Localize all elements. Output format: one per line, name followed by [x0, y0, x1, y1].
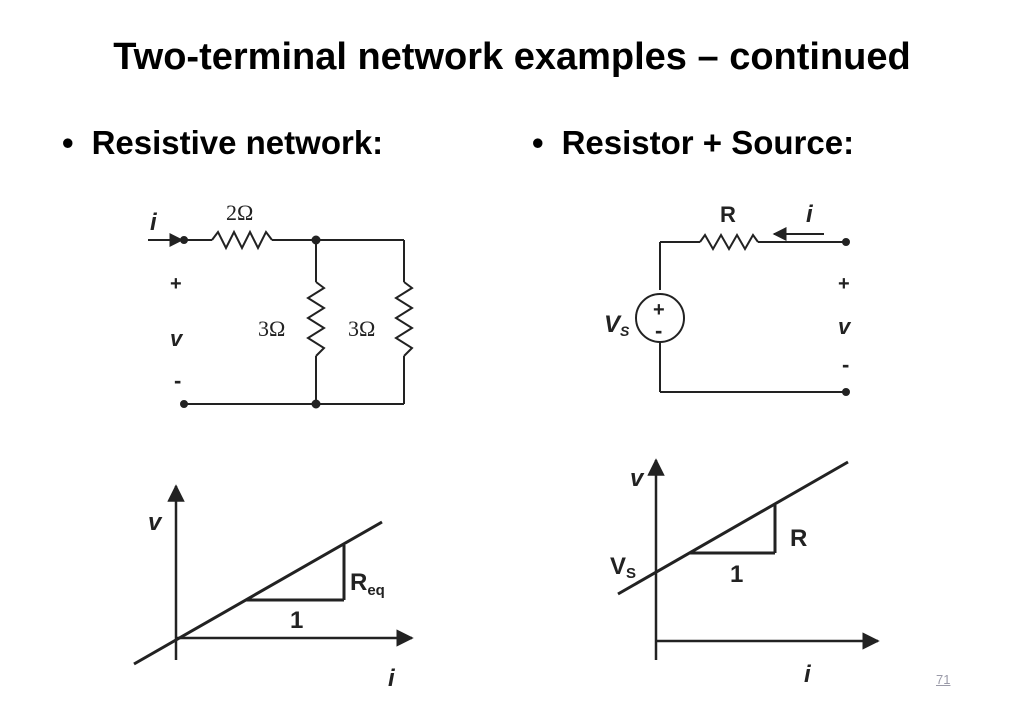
intercept-label: VS [610, 553, 636, 582]
resistor-r [699, 232, 759, 252]
left-voltage-label: v [170, 326, 184, 351]
r-shunt1-label: 3Ω [258, 316, 285, 341]
right-voltage-label: v [838, 314, 852, 339]
terminal-bottom [842, 388, 850, 396]
right-minus-label: - [842, 352, 849, 377]
page-number[interactable]: 71 [936, 672, 951, 687]
r-shunt2-label: 3Ω [348, 316, 375, 341]
left-current-label: i [150, 209, 158, 236]
resistive-network-circuit [148, 229, 414, 409]
r-series-label: 2Ω [226, 200, 253, 225]
right-slope-run-label: 1 [730, 561, 743, 588]
bullet-marker: • [62, 124, 74, 161]
source-label-sub: S [620, 323, 630, 339]
resistor-source-circuit [635, 227, 850, 396]
left-slope-rise-label: Req [350, 569, 385, 599]
terminal-top [842, 238, 850, 246]
req-sub: eq [367, 582, 385, 599]
vs-sub: S [626, 565, 636, 582]
right-vi-graph [617, 458, 880, 660]
source-plus-sign: + [653, 299, 665, 321]
bullet-left-label: Resistive network: [91, 124, 384, 161]
source-label-main: V [604, 311, 622, 338]
right-slope-rise-label: R [790, 525, 807, 552]
right-plus-label: + [838, 273, 850, 295]
bullet-right-label: Resistor + Source: [561, 124, 855, 161]
left-vi-graph [133, 484, 414, 666]
terminal-bottom [180, 400, 188, 408]
source-label: VS [604, 311, 630, 339]
right-current-label: i [806, 201, 814, 228]
left-slope-run-label: 1 [290, 607, 303, 634]
characteristic-line [617, 460, 849, 596]
req-main: R [350, 569, 367, 596]
left-plus-label: + [170, 273, 182, 295]
slide-title: Two-terminal network examples – continue… [113, 36, 911, 78]
bullet-resistive-network: • Resistive network: [62, 124, 383, 162]
junction-bottom [311, 399, 321, 409]
vs-main: V [610, 553, 626, 580]
characteristic-line [133, 520, 383, 666]
resistor-3ohm-2 [394, 281, 414, 357]
left-minus-label: - [174, 368, 181, 393]
resistor-2ohm [211, 229, 273, 251]
right-graph-x-label: i [804, 661, 812, 688]
resistor-r-label: R [720, 202, 736, 227]
left-graph-x-label: i [388, 665, 396, 692]
left-graph-y-label: v [148, 509, 163, 536]
right-graph-y-label: v [630, 465, 645, 492]
bullet-marker: • [532, 124, 544, 161]
source-minus-sign: - [655, 318, 662, 343]
resistor-3ohm-1 [306, 281, 326, 357]
bullet-resistor-source: • Resistor + Source: [532, 124, 854, 162]
